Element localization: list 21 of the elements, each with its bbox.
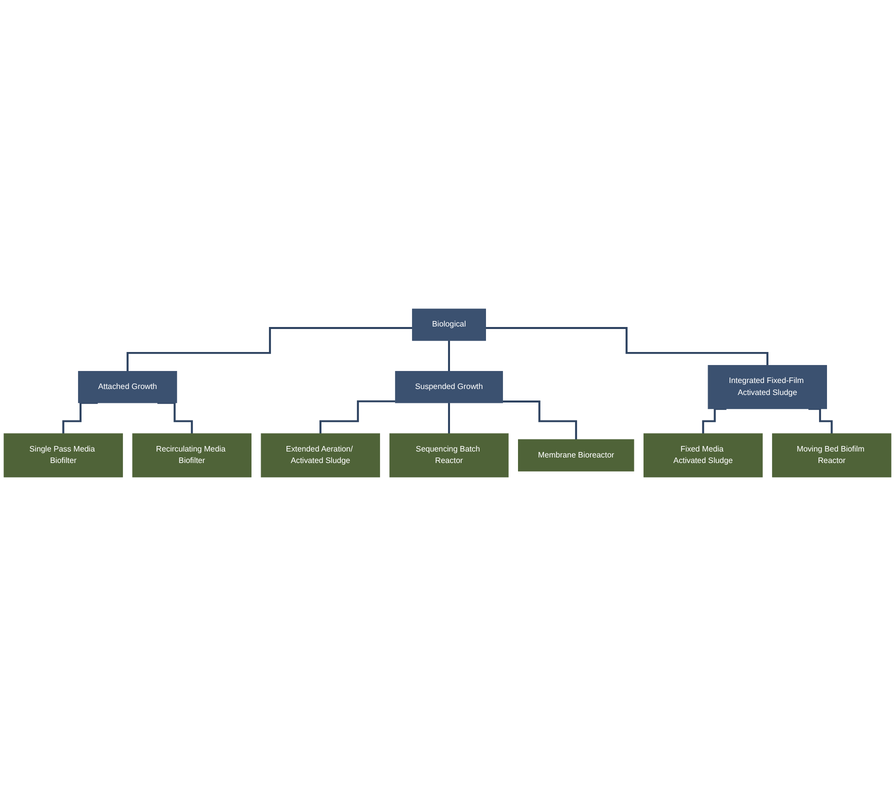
connector bbox=[448, 340, 450, 372]
connector bbox=[62, 402, 98, 435]
node-box bbox=[518, 439, 634, 472]
node-box bbox=[772, 433, 892, 478]
connector bbox=[126, 326, 412, 372]
node-box bbox=[260, 433, 380, 478]
connector bbox=[502, 400, 578, 440]
connector bbox=[808, 408, 833, 435]
connector bbox=[319, 400, 396, 435]
node-box bbox=[78, 371, 178, 404]
connector bbox=[448, 402, 450, 435]
connector bbox=[702, 408, 726, 435]
node-box bbox=[412, 308, 486, 341]
node-box bbox=[389, 433, 509, 478]
node-box bbox=[708, 365, 827, 410]
node-box bbox=[132, 433, 252, 478]
connector bbox=[486, 327, 768, 366]
connector bbox=[157, 402, 193, 435]
node-box bbox=[4, 433, 123, 478]
node-box bbox=[395, 371, 503, 404]
node-box bbox=[644, 433, 763, 478]
